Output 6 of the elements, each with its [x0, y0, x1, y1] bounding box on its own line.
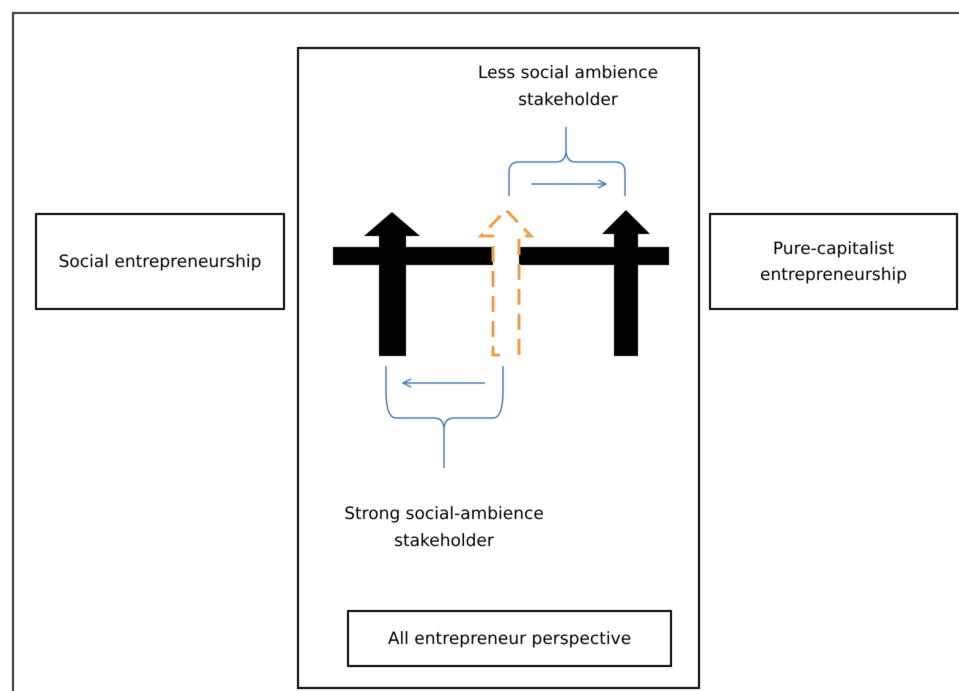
stakeholder-label: Strong social-ambience stakeholder	[343, 503, 545, 553]
frame-box	[297, 47, 700, 689]
text-box: All entrepreneur perspective	[347, 610, 672, 667]
stakeholder-label: Less social ambience stakeholder	[476, 62, 660, 112]
text-box: Pure-capitalist entrepreneurship	[709, 213, 958, 310]
text-box: Social entrepreneurship	[35, 213, 285, 310]
